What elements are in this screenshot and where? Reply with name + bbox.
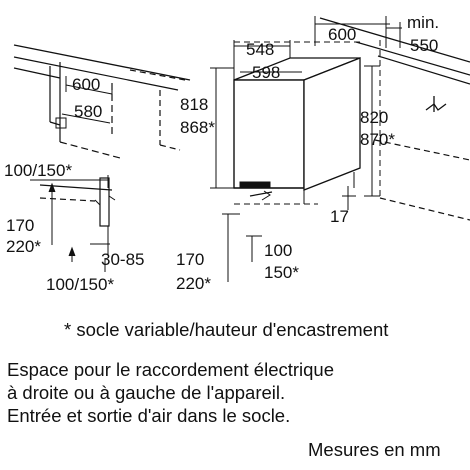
note-line-1: Espace pour le raccordement électrique [7, 359, 335, 380]
plinth-adjust-label: 30-85 [101, 250, 144, 269]
niche-top-view [13, 44, 191, 159]
niche-height-a-label: 820 [360, 108, 388, 127]
plinth-depth-bottom-label: 100/150* [46, 275, 114, 294]
note-line-2: à droite ou à gauche de l'appareil. [7, 382, 286, 403]
plinth-height-b-label: 220* [176, 274, 211, 293]
plinth-height-a-label: 170 [176, 250, 204, 269]
niche-height-b-label: 870* [360, 130, 395, 149]
footnote: * socle variable/hauteur d'encastrement [64, 319, 389, 340]
fridge-body [210, 40, 447, 282]
appliance-dims: 600 min. 550 548 598 818 868* 820 870* 1… [176, 13, 439, 293]
min-label: min. [407, 13, 439, 32]
plinth-dims: 100/150* 170 220* 30-85 100/150* [4, 161, 144, 294]
plinth-depth-b-label: 150* [264, 263, 299, 282]
plinth-detail [30, 175, 116, 272]
niche-dims-top: 600 580 [72, 75, 102, 121]
height-a-label: 818 [180, 95, 208, 114]
units-note: Mesures en mm [308, 439, 441, 460]
cabinet-outline [234, 16, 470, 221]
min-depth-label: 550 [410, 36, 438, 55]
niche-width-label: 600 [72, 75, 100, 94]
plinth-height-a-label: 170 [6, 216, 34, 235]
outer-width-label: 548 [246, 40, 274, 59]
width-label: 598 [252, 63, 280, 82]
niche-depth-label: 600 [328, 25, 356, 44]
note-line-3: Entrée et sortie d'air dans le socle. [7, 405, 291, 426]
plinth-depth-top-label: 100/150* [4, 161, 72, 180]
height-b-label: 868* [180, 118, 215, 137]
plinth-depth-a-label: 100 [264, 241, 292, 260]
plinth-height-b-label: 220* [6, 237, 41, 256]
door-gap-label: 17 [330, 207, 349, 226]
inner-width-label: 580 [74, 102, 102, 121]
